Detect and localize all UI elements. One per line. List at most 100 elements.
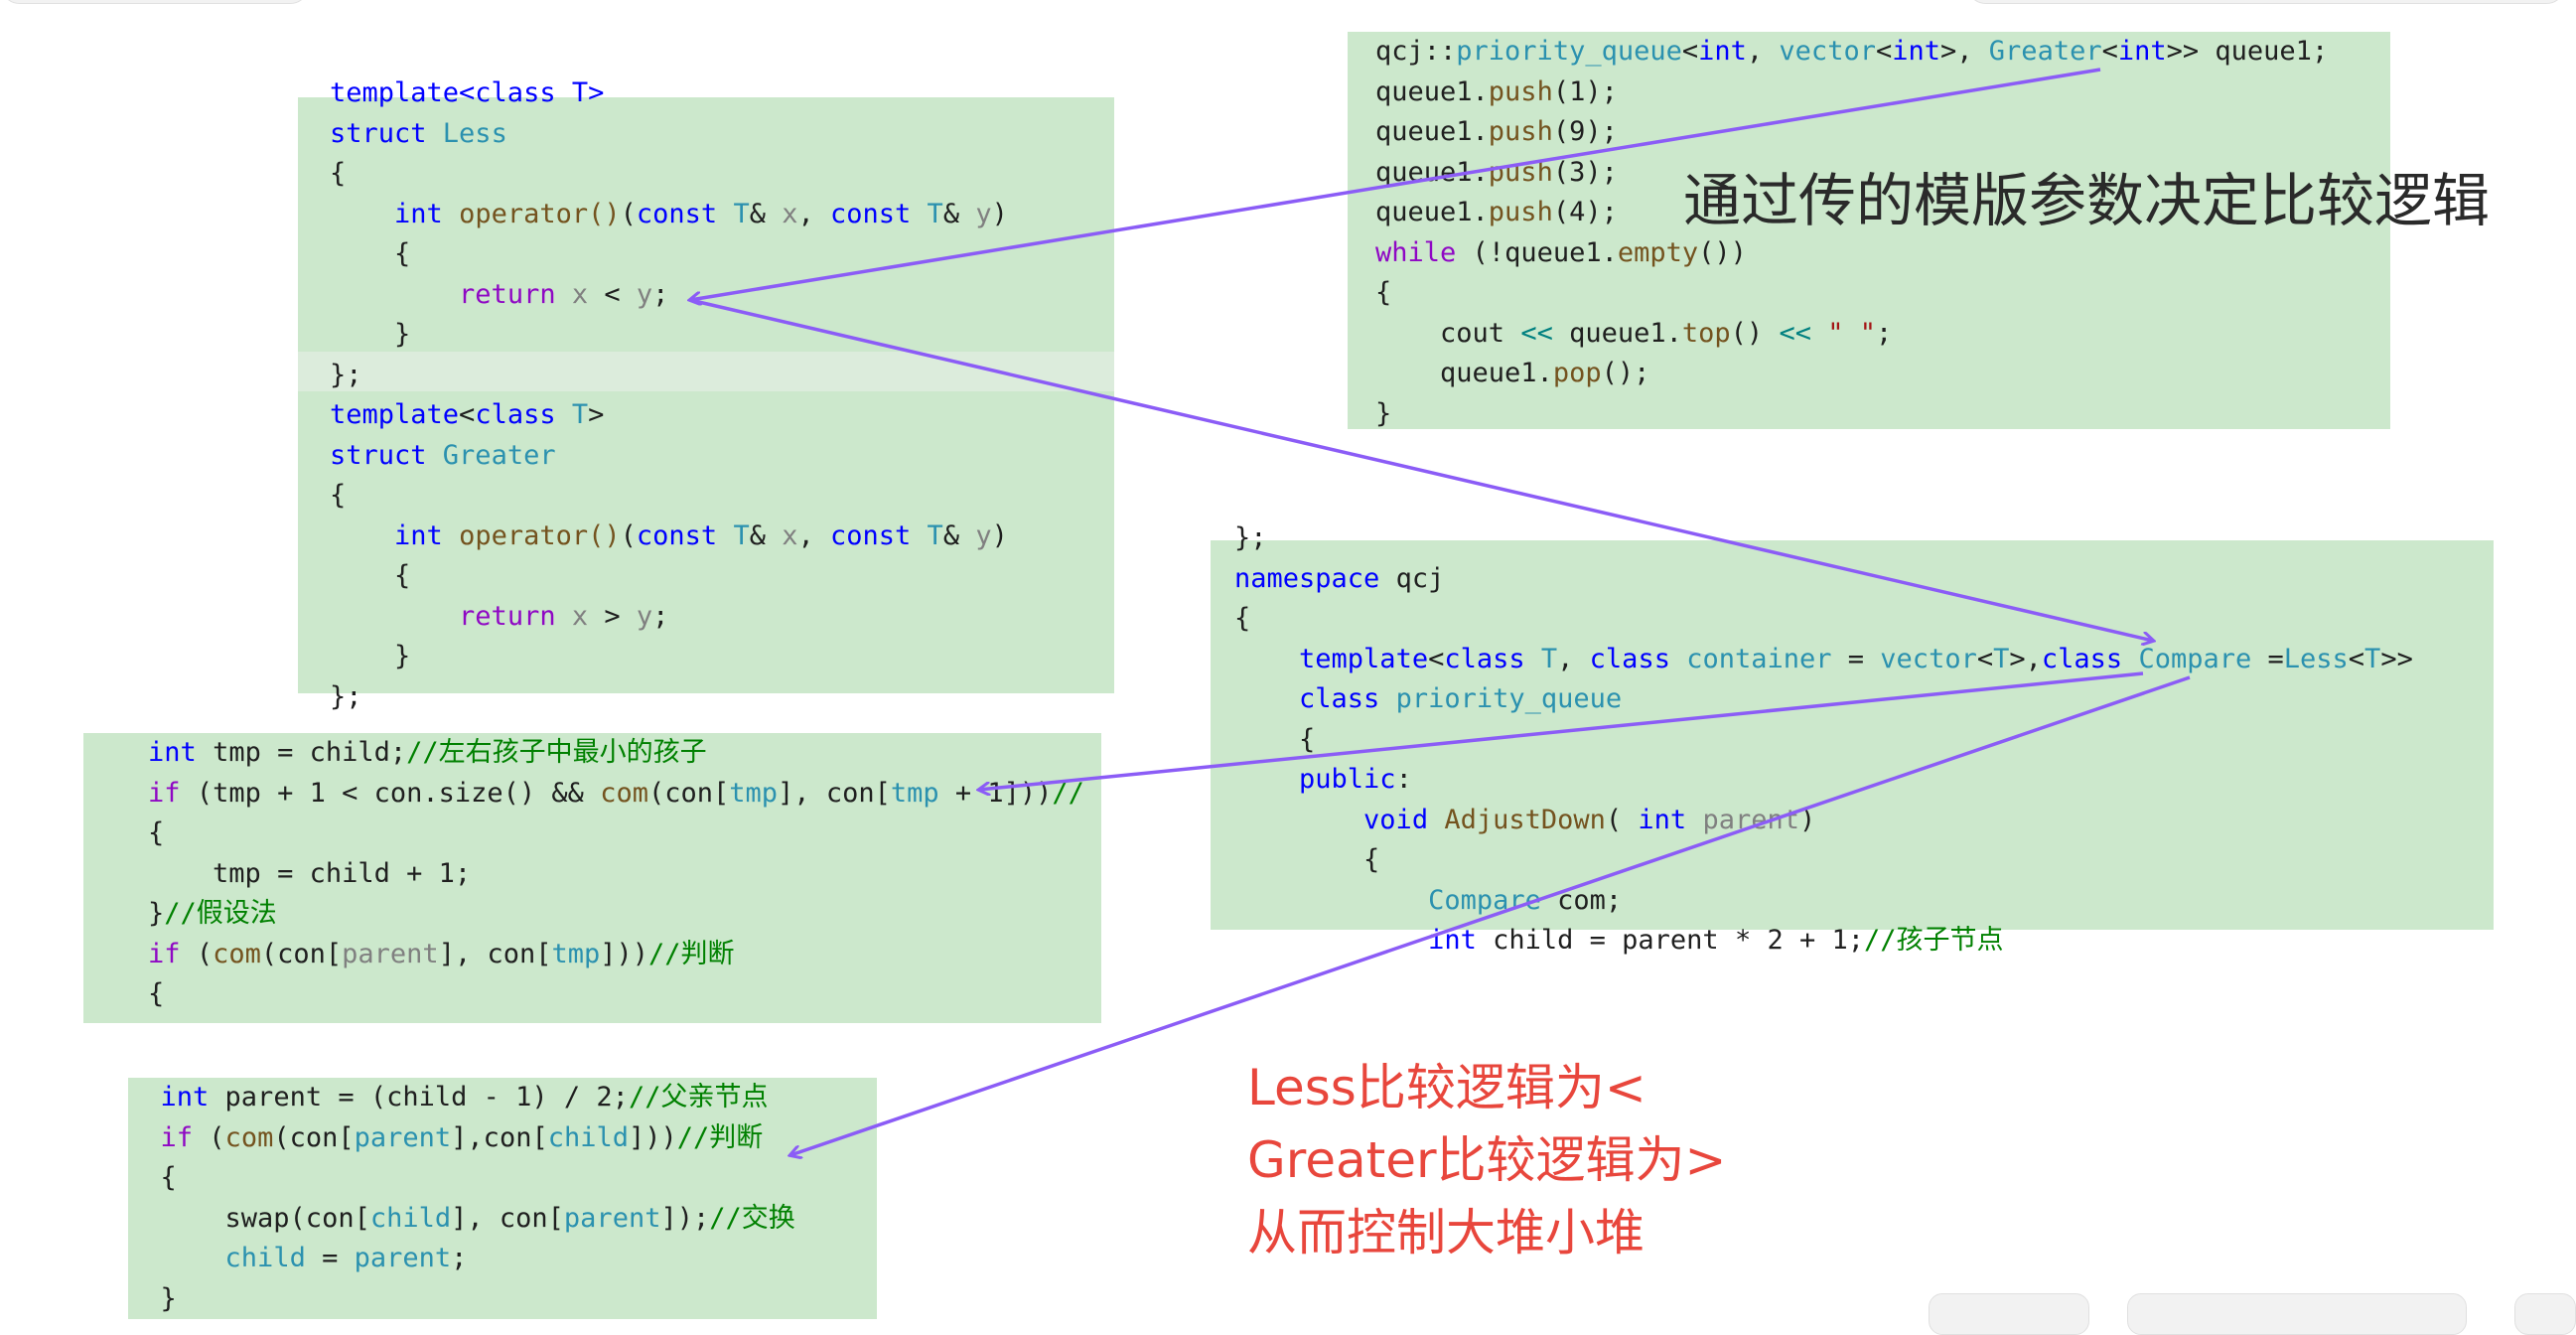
code-token: //判断 xyxy=(648,938,735,969)
code-token: push xyxy=(1488,75,1553,107)
code-token: (con[ xyxy=(647,777,730,809)
code-token: empty xyxy=(1617,236,1699,268)
code-token: vector xyxy=(1880,643,1977,674)
code-line: } xyxy=(330,315,410,355)
adjustup-code: int parent = (child - 1) / 2;//父亲节点 if (… xyxy=(128,1078,877,1319)
code-token: }; xyxy=(1234,522,1267,553)
code-token: queue1. xyxy=(1504,236,1618,268)
code-token: //假设法 xyxy=(164,898,277,929)
code-token: //判断 xyxy=(676,1121,764,1153)
code-token: queue1. xyxy=(1375,116,1489,147)
code-token: { xyxy=(330,158,347,189)
code-token: int xyxy=(1428,925,1494,956)
code-token: struct xyxy=(330,439,443,471)
code-token: if xyxy=(148,938,197,969)
code-token: int xyxy=(394,198,460,229)
code-token: parent = (child - 1) / 2; xyxy=(224,1082,629,1112)
code-token: (con[ xyxy=(260,938,343,969)
adjustdown-code-panel: int tmp = child;//左右孩子中最小的孩子 if (tmp + 1… xyxy=(83,733,1101,1023)
code-token: { xyxy=(83,817,165,848)
code-token: int xyxy=(160,1082,225,1112)
code-line: tmp = child + 1; xyxy=(83,854,471,894)
code-token: (); xyxy=(1601,358,1650,388)
code-token: < xyxy=(1976,643,1994,674)
code-line: return x > y; xyxy=(330,597,668,637)
code-token xyxy=(128,1122,161,1153)
code-token: Greater xyxy=(442,439,556,471)
code-token: ) xyxy=(991,198,1008,229)
code-token: > xyxy=(588,600,637,632)
code-token: & xyxy=(749,519,783,551)
code-line: }//假设法 xyxy=(83,894,277,934)
code-token: T xyxy=(1993,643,2010,674)
corner-button[interactable] xyxy=(2514,1293,2576,1335)
code-token: child xyxy=(547,1121,629,1153)
code-token: Greater xyxy=(1988,36,2102,67)
code-token: { xyxy=(1234,603,1251,634)
code-token: queue1. xyxy=(1375,358,1553,388)
struct-code: template<class T>struct Less{ int operat… xyxy=(298,77,1114,712)
code-line: { xyxy=(330,476,346,516)
code-token: vector xyxy=(1779,36,1876,67)
code-token: + 1])) xyxy=(938,777,1053,809)
code-line: { xyxy=(330,234,410,274)
code-token: , xyxy=(797,198,830,229)
code-token: < xyxy=(1428,643,1445,674)
code-token: push xyxy=(1488,116,1553,147)
code-token: = xyxy=(305,1243,355,1273)
code-token: }; xyxy=(330,680,362,712)
namespace-code-panel: };namespace qcj{ template<class T, class… xyxy=(1211,522,2494,956)
code-token: const xyxy=(830,519,928,551)
code-token: qcj xyxy=(1395,562,1445,594)
code-token: = xyxy=(1847,643,1881,674)
code-token: return xyxy=(459,278,572,310)
code-token: ])) xyxy=(600,938,649,969)
code-token: return xyxy=(459,600,572,632)
code-token: const xyxy=(830,198,928,229)
code-token: T xyxy=(1540,643,1558,674)
code-token: com xyxy=(213,938,261,969)
code-token: int xyxy=(1698,36,1747,67)
code-token: const xyxy=(636,198,734,229)
code-line: template<class T> xyxy=(330,74,604,113)
code-token: << xyxy=(1779,317,1811,349)
code-token: Compare xyxy=(2138,643,2268,674)
code-line: }; xyxy=(330,356,362,395)
code-token: class xyxy=(1299,683,1396,714)
code-token xyxy=(1234,764,1299,795)
code-token: { xyxy=(330,560,411,591)
code-token: ], con[ xyxy=(438,938,552,969)
code-token: , xyxy=(1557,643,1590,674)
code-line: int parent = (child - 1) / 2;//父亲节点 xyxy=(128,1078,769,1117)
zoom-toolbar-left[interactable] xyxy=(1929,1293,2089,1335)
code-line: public: xyxy=(1234,760,1412,800)
greater-note: Greater比较逻辑为> xyxy=(1247,1131,1727,1189)
code-token: ; xyxy=(389,737,407,768)
code-token: T xyxy=(571,399,589,430)
code-token: (4); xyxy=(1552,197,1618,227)
code-token xyxy=(1811,318,1827,349)
zoom-toolbar-right[interactable] xyxy=(2127,1293,2467,1335)
code-token: if xyxy=(148,777,197,809)
code-token: } xyxy=(83,898,165,929)
code-token: qcj:: xyxy=(1375,36,1457,67)
code-line: { xyxy=(330,556,410,596)
code-token: x xyxy=(782,198,798,229)
code-line: qcj::priority_queue<int, vector<int>, Gr… xyxy=(1375,32,2328,72)
code-token: { xyxy=(1375,277,1392,308)
code-token: ])) xyxy=(629,1121,677,1153)
code-line: while (!queue1.empty()) xyxy=(1375,233,1747,273)
code-token: tmp xyxy=(551,938,601,969)
code-token: push xyxy=(1488,156,1553,188)
code-token: y xyxy=(636,278,653,310)
code-token: ( xyxy=(1605,804,1639,835)
code-token: // xyxy=(1052,777,1084,809)
code-token: while xyxy=(1375,236,1473,268)
code-token: parent xyxy=(354,1121,452,1153)
code-token: " " xyxy=(1827,317,1876,349)
code-token xyxy=(83,778,148,809)
code-token xyxy=(330,601,459,632)
code-token: { xyxy=(83,978,165,1009)
code-line: { xyxy=(1234,599,1250,639)
code-token: ( xyxy=(620,198,637,229)
